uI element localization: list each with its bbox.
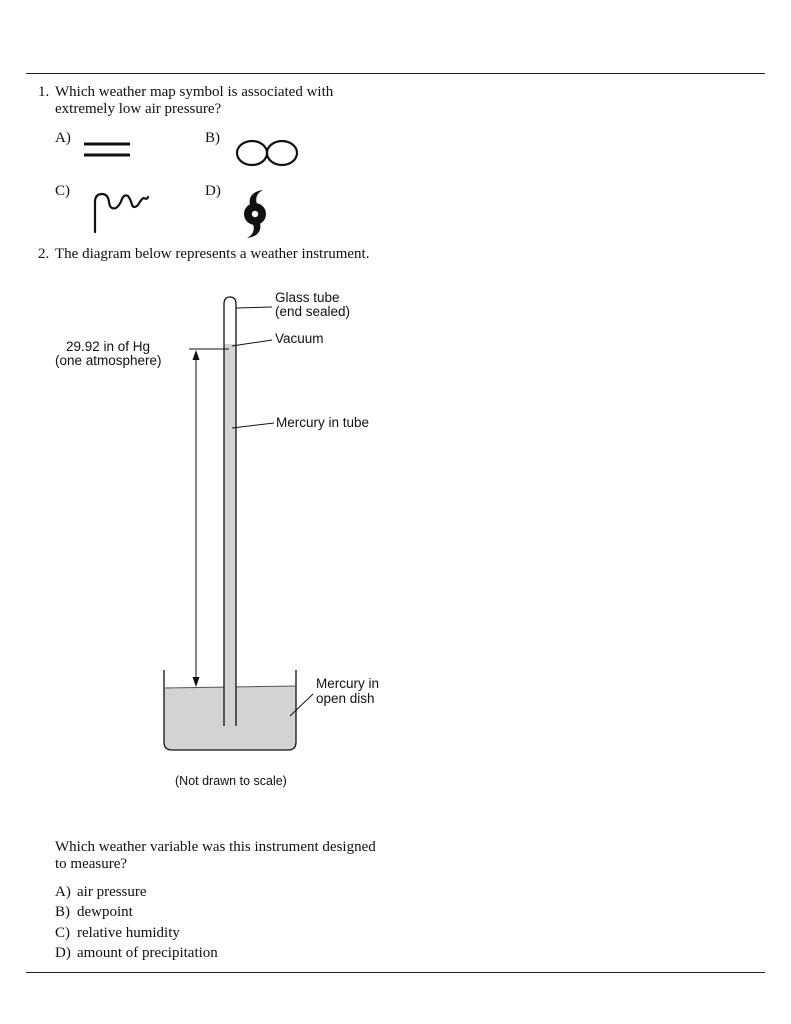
glass-tube xyxy=(223,296,237,726)
q1-stem-line1: Which weather map symbol is associated w… xyxy=(55,84,334,100)
q2-stem: The diagram below represents a weather i… xyxy=(55,246,370,262)
q2-choice-b-text[interactable]: dewpoint xyxy=(77,904,133,920)
open-dish xyxy=(163,670,297,751)
q2-choice-a-text[interactable]: air pressure xyxy=(77,884,147,900)
double-line-icon xyxy=(84,142,130,157)
label-height-line2: (one atmosphere) xyxy=(55,353,162,368)
q2-choice-b-letter[interactable]: B) xyxy=(55,904,70,920)
label-glass-tube-line2: (end sealed) xyxy=(275,304,351,319)
label-mercury-dish-line2: open dish xyxy=(316,691,375,706)
top-rule xyxy=(26,73,765,74)
q1-stem-line2: extremely low air pressure? xyxy=(55,101,222,117)
q2-choice-d-letter[interactable]: D) xyxy=(55,945,71,961)
double-loop-icon xyxy=(235,139,299,167)
q1-choice-b-letter[interactable]: B) xyxy=(205,130,220,146)
label-height-line1: 29.92 in of Hg xyxy=(66,339,151,354)
q1-number: 1. xyxy=(38,84,50,100)
q2-choice-c-text[interactable]: relative humidity xyxy=(77,925,180,941)
q1-choice-a-letter[interactable]: A) xyxy=(55,130,71,146)
bottom-rule xyxy=(26,972,765,973)
q2-choice-c-letter[interactable]: C) xyxy=(55,925,70,941)
q2-question-line2: to measure? xyxy=(55,856,128,872)
label-glass-tube-line1: Glass tube xyxy=(275,290,340,305)
wavy-line-icon xyxy=(93,192,150,234)
q2-choice-a-letter[interactable]: A) xyxy=(55,884,71,900)
label-mercury-dish-line1: Mercury in xyxy=(316,676,380,691)
barometer-diagram xyxy=(163,296,314,751)
label-mercury-tube: Mercury in tube xyxy=(276,415,370,430)
hurricane-icon xyxy=(244,190,266,238)
label-vacuum: Vacuum xyxy=(275,331,324,346)
q1-choice-d-letter[interactable]: D) xyxy=(205,183,221,199)
mercury-column xyxy=(224,344,236,726)
q2-question-line1: Which weather variable was this instrume… xyxy=(55,839,376,855)
q2-choice-d-text[interactable]: amount of precipitation xyxy=(77,945,218,961)
q1-choice-c-letter[interactable]: C) xyxy=(55,183,70,199)
q2-number: 2. xyxy=(38,246,50,262)
diagram-note: (Not drawn to scale) xyxy=(175,774,287,788)
